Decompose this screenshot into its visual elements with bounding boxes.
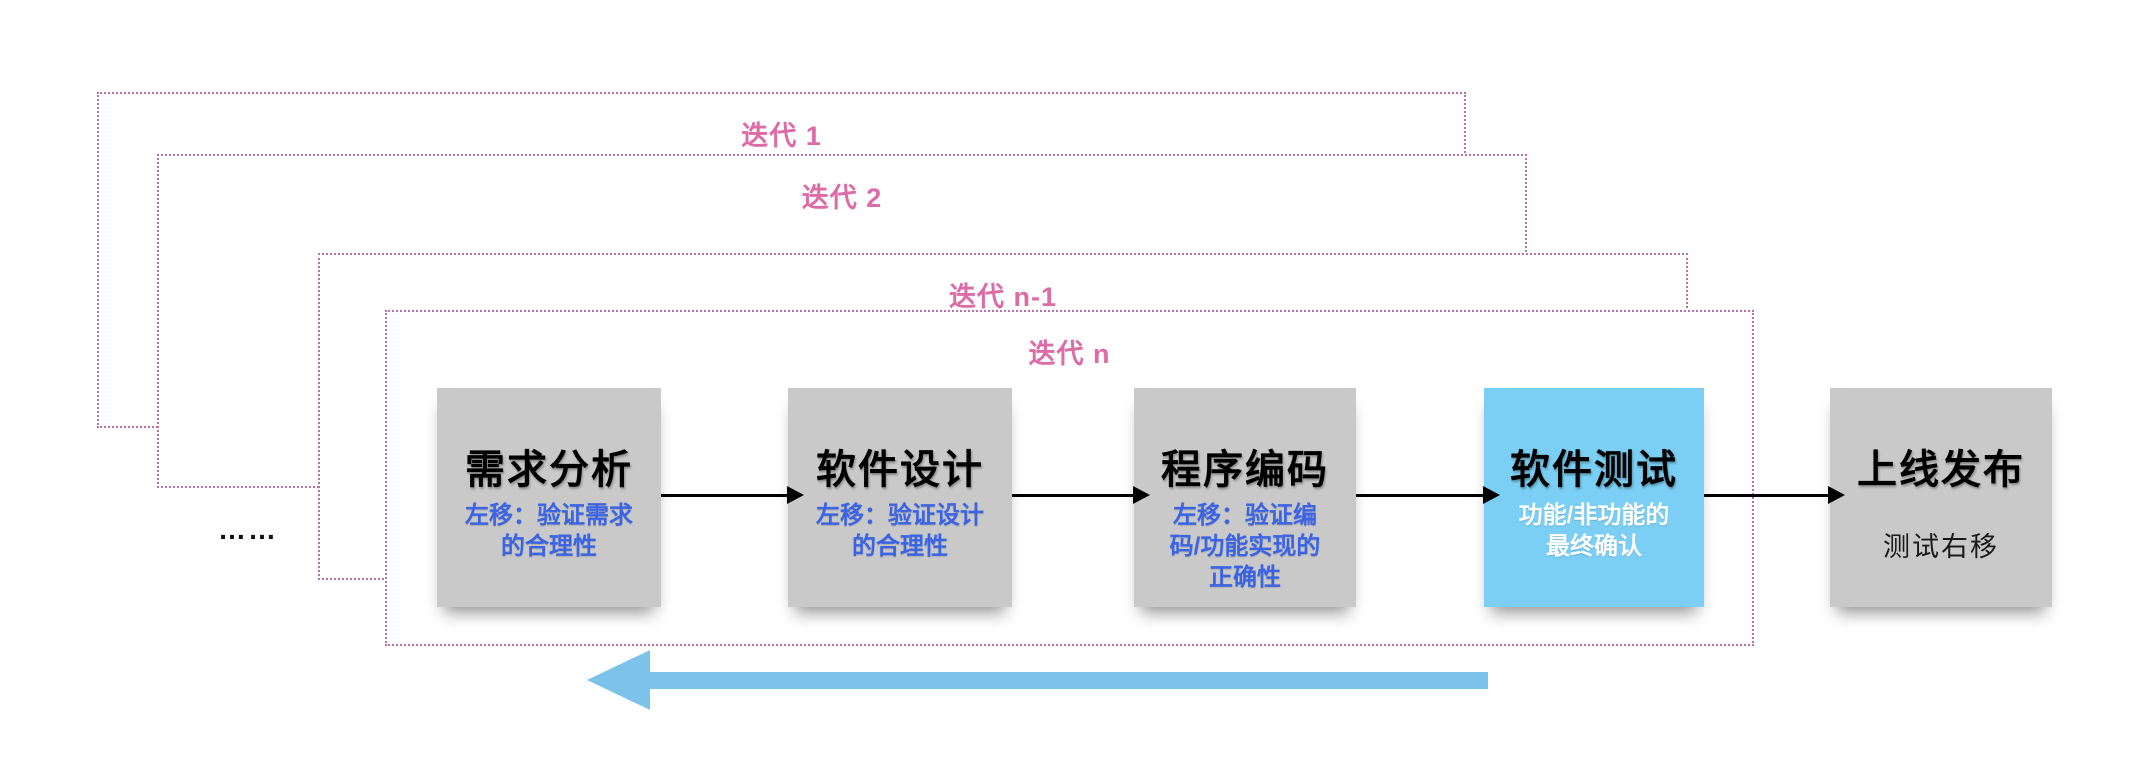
iteration-label-1: 迭代 1 (741, 121, 822, 151)
shift-left-arrow-shaft (649, 672, 1488, 689)
arrowhead-icon (787, 486, 804, 504)
stage-subtitle: 功能/非功能的 最终确认 (1484, 500, 1704, 562)
stage-subtitle-line: 码/功能实现的 (1169, 533, 1321, 560)
stage-box-release: 上线发布 测试右移 (1830, 388, 2052, 607)
stage-title: 软件测试 (1510, 448, 1678, 492)
flow-arrow-icon (1356, 486, 1500, 504)
shift-left-arrowhead (587, 650, 650, 710)
stage-subtitle-line: 的合理性 (852, 533, 948, 560)
stage-title: 程序编码 (1161, 448, 1329, 492)
arrowhead-icon (1828, 486, 1845, 504)
stage-subtitle: 测试右移 (1830, 530, 2052, 564)
iteration-label-n: 迭代 n (1028, 339, 1111, 369)
stage-subtitle: 左移：验证需求 的合理性 (437, 500, 661, 562)
stage-subtitle-line: 最终确认 (1546, 533, 1642, 560)
stage-subtitle: 左移：验证设计 的合理性 (788, 500, 1012, 562)
stage-box-requirements-analysis: 需求分析 左移：验证需求 的合理性 (437, 388, 661, 607)
stage-subtitle-line: 测试右移 (1883, 532, 1999, 562)
stage-subtitle: 左移：验证编 码/功能实现的 正确性 (1134, 500, 1356, 593)
iteration-label-2: 迭代 2 (801, 183, 883, 213)
stage-title: 需求分析 (465, 448, 633, 492)
flow-arrow-icon (661, 486, 804, 504)
stage-subtitle-line: 正确性 (1209, 564, 1281, 591)
stage-subtitle-line: 左移：验证需求 (465, 502, 633, 529)
arrowhead-icon (1133, 486, 1150, 504)
flow-arrow-icon (1012, 486, 1150, 504)
stage-box-software-design: 软件设计 左移：验证设计 的合理性 (788, 388, 1012, 607)
arrowhead-icon (1483, 486, 1500, 504)
stage-subtitle-line: 左移：验证编 (1173, 502, 1317, 529)
iterations-ellipsis: …… (218, 514, 278, 545)
stage-subtitle-line: 左移：验证设计 (816, 502, 984, 529)
iteration-label-n-1: 迭代 n-1 (948, 282, 1057, 312)
stage-subtitle-line: 的合理性 (501, 533, 597, 560)
stage-title: 软件设计 (816, 448, 984, 492)
stage-box-software-testing: 软件测试 功能/非功能的 最终确认 (1484, 388, 1704, 607)
flow-arrow-icon (1704, 486, 1845, 504)
stage-subtitle-line: 功能/非功能的 (1518, 502, 1670, 529)
stage-title: 上线发布 (1857, 448, 2025, 492)
stage-box-coding: 程序编码 左移：验证编 码/功能实现的 正确性 (1134, 388, 1356, 607)
